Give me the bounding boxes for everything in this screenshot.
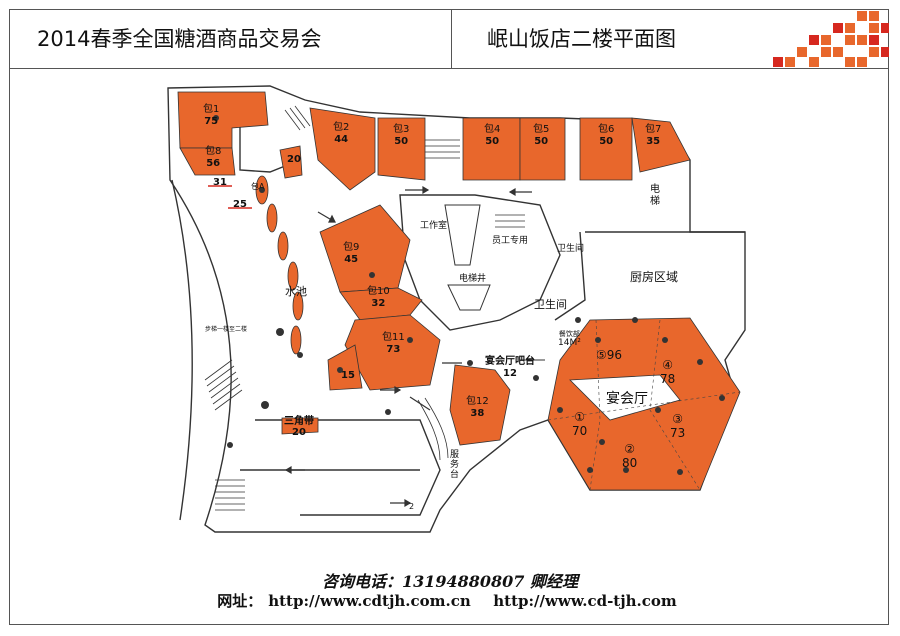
header-divider <box>451 9 452 68</box>
room-bao11 <box>344 314 441 391</box>
room-bao8 <box>179 147 236 176</box>
room-bao12 <box>449 364 511 446</box>
room-bao9 <box>319 204 411 293</box>
website-line: 网址： http://www.cdtjh.com.cn http://www.cd… <box>0 590 900 611</box>
event-title: 2014春季全国糖酒商品交易会 <box>37 27 322 51</box>
manager-name: 卿经理 <box>530 572 579 591</box>
room-bao4 <box>462 117 521 181</box>
building-outline <box>167 85 746 533</box>
web-label: 网址： <box>217 592 263 610</box>
page-frame <box>9 9 889 625</box>
room-bao7 <box>631 117 691 173</box>
header-bar: 2014春季全国糖酒商品交易会 岷山饭店二楼平面图 <box>9 9 889 69</box>
room-bao6 <box>579 117 633 181</box>
room-bao2 <box>309 107 376 191</box>
contact-line: 咨询电话：13194880807 卿经理 <box>0 568 900 592</box>
room-20-top <box>279 145 303 179</box>
room-bao1 <box>177 91 269 149</box>
room-bao3 <box>377 117 426 181</box>
venue-title: 岷山饭店二楼平面图 <box>487 27 676 51</box>
url-1[interactable]: http://www.cdtjh.com.cn <box>268 592 471 610</box>
room-15 <box>327 344 363 391</box>
room-triangle <box>281 417 319 435</box>
decorative-pixel-pattern <box>773 11 889 67</box>
phone-number: 13194880807 <box>401 572 525 591</box>
room-bao10 <box>339 287 423 321</box>
url-2[interactable]: http://www.cd-tjh.com <box>493 592 677 610</box>
room-bao5 <box>519 117 566 181</box>
consult-label: 咨询电话： <box>321 572 402 591</box>
